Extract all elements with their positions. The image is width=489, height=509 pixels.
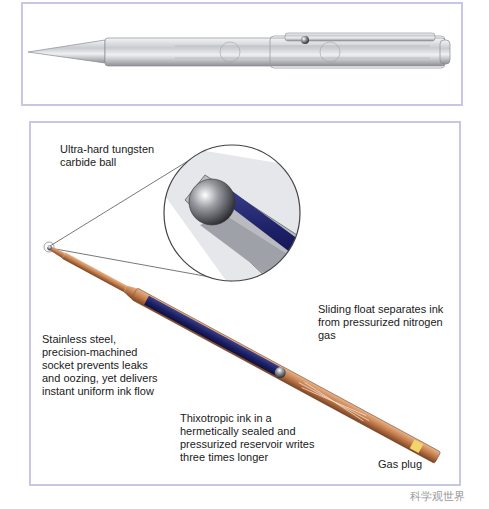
part-label: Gas plug bbox=[378, 458, 448, 471]
watermark: 科学观世界 bbox=[410, 490, 485, 503]
part-label: Ultra-hard tungsten carbide ball bbox=[60, 143, 170, 169]
part-label: Thixotropic ink in a hermetically sealed… bbox=[180, 412, 330, 464]
part-label: Stainless steel, precision-machined sock… bbox=[42, 333, 164, 398]
part-label: Sliding float separates ink from pressur… bbox=[318, 303, 450, 342]
